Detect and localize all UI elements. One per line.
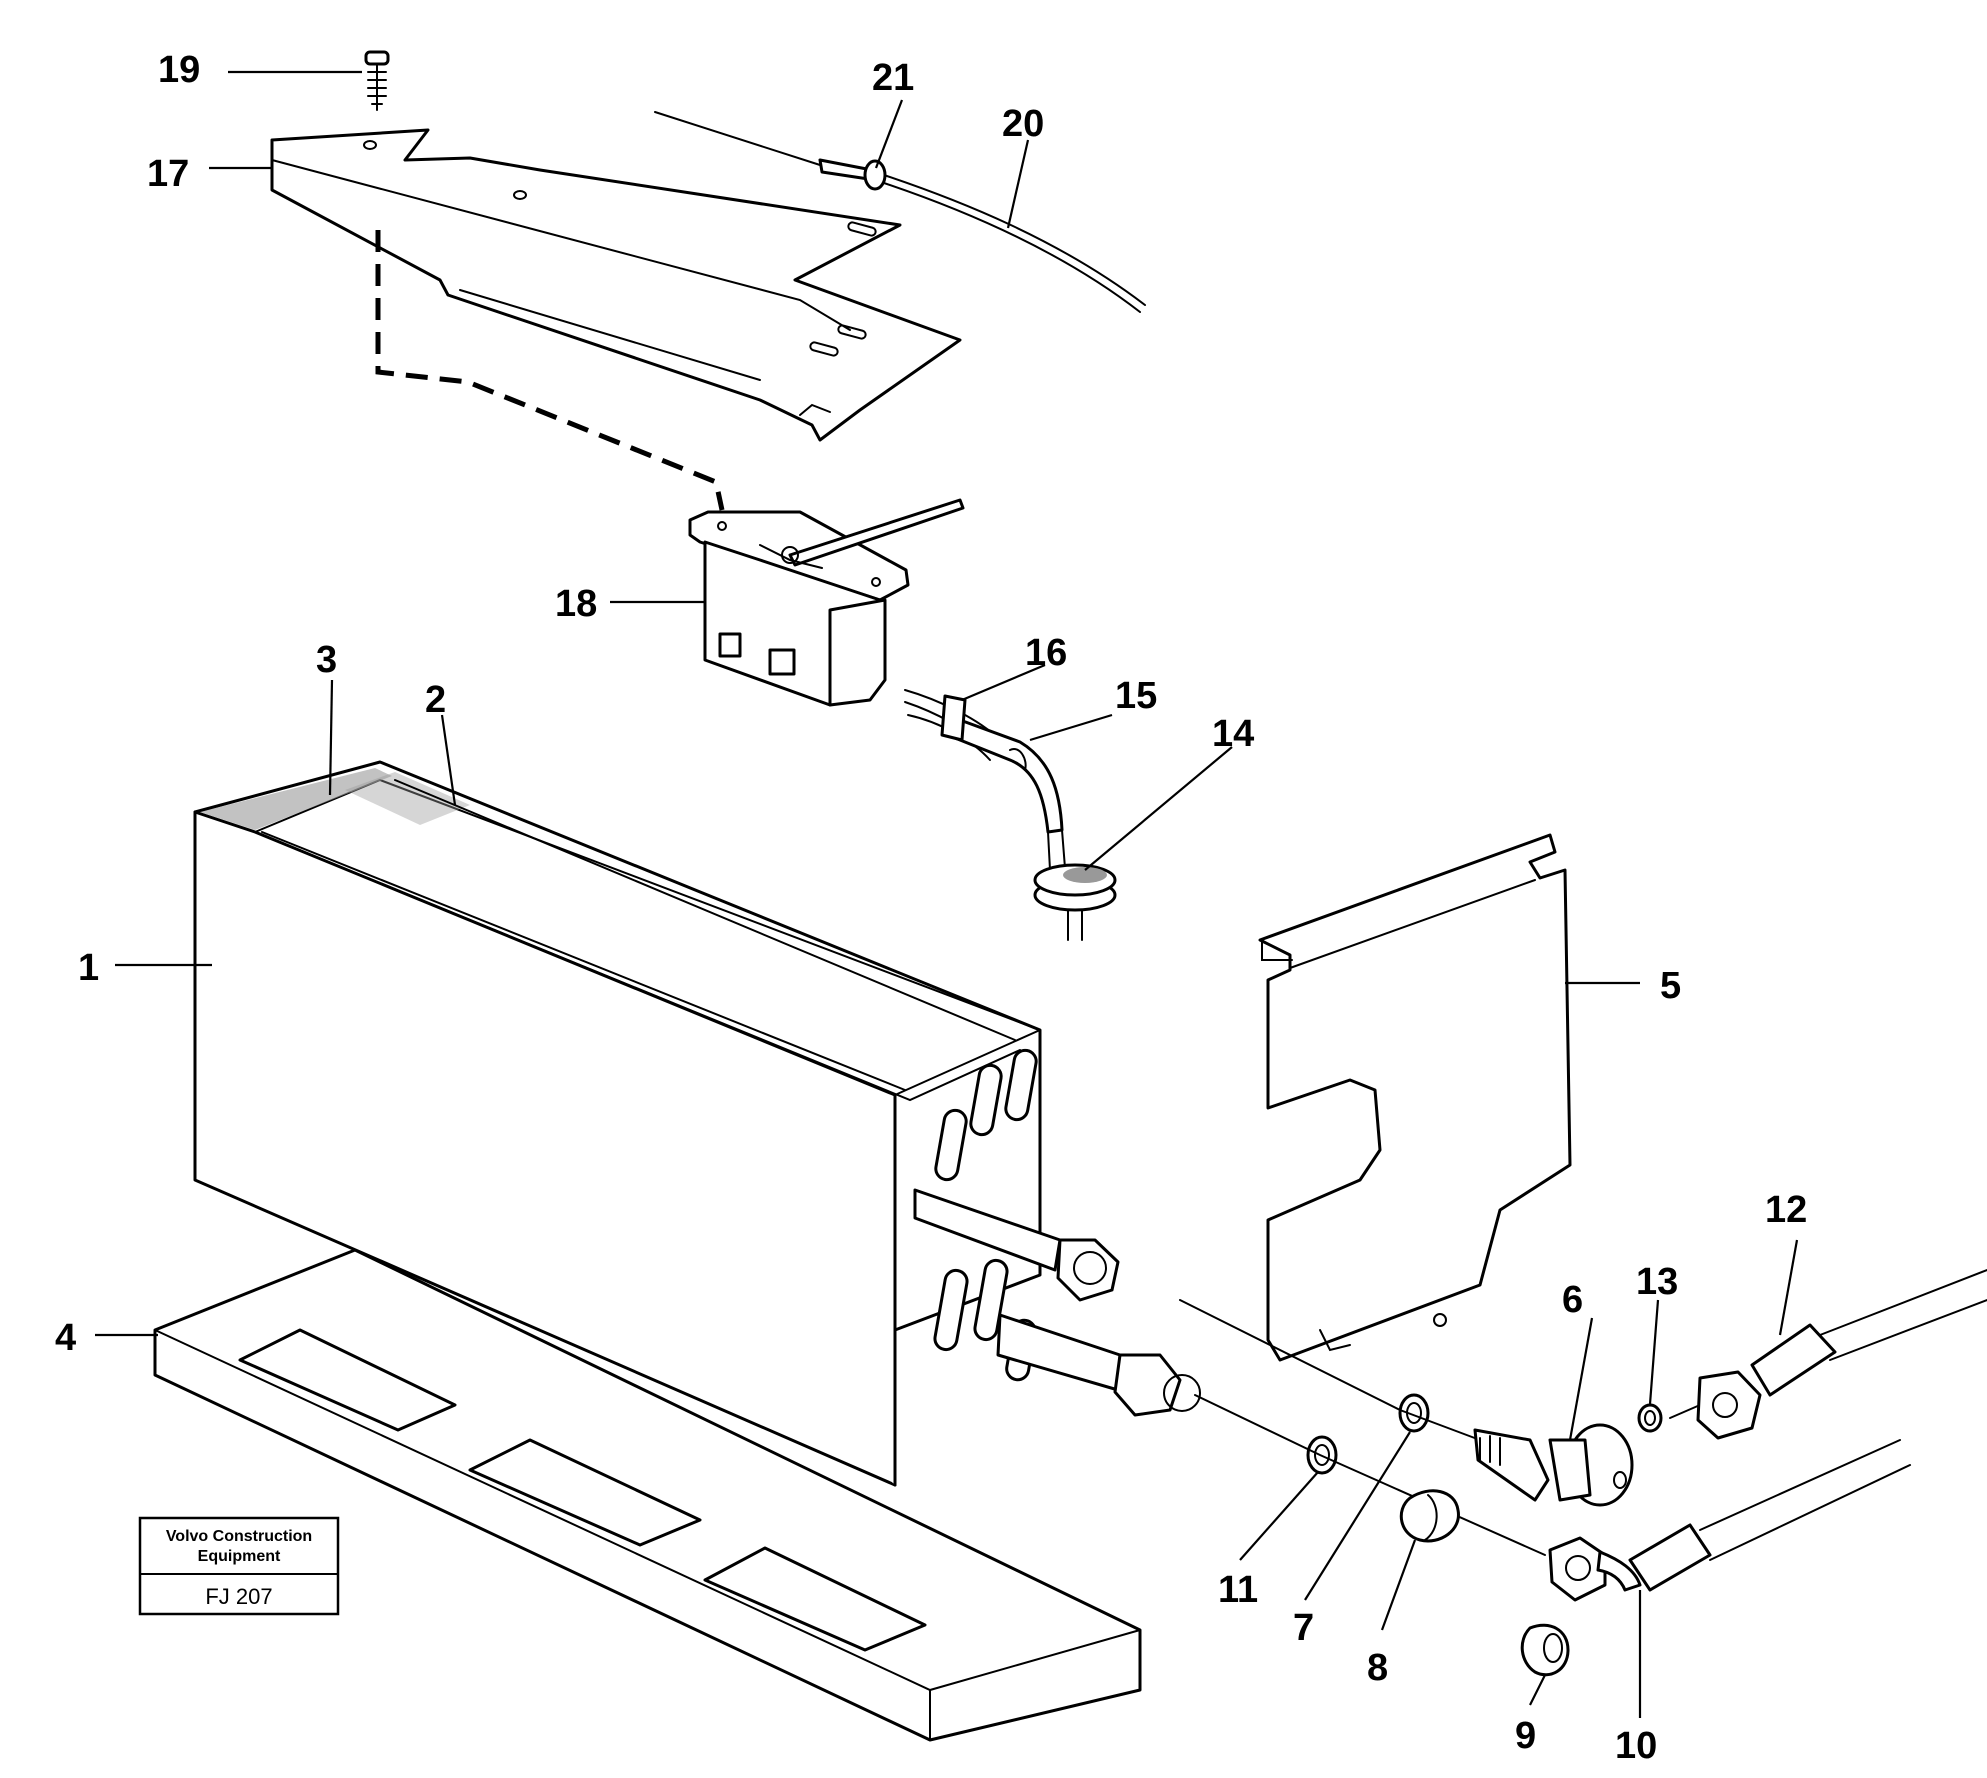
callout-11: 11: [1218, 1569, 1258, 1611]
clamp-part-16: [940, 694, 967, 742]
heater-core-part-2: [345, 772, 470, 825]
clip-part-9: [1520, 1623, 1570, 1677]
callout-7: 7: [1293, 1607, 1314, 1649]
callout-20: 20: [1002, 103, 1044, 145]
o-ring-part-13: [1637, 1403, 1663, 1433]
bracket-part-17: [270, 128, 962, 442]
callout-14: 14: [1212, 713, 1254, 755]
callout-10: 10: [1615, 1725, 1657, 1767]
callout-12: 12: [1765, 1189, 1807, 1231]
cable-part-20: [654, 111, 1146, 313]
callout-17: 17: [147, 153, 189, 195]
callout-18: 18: [555, 583, 597, 625]
callout-16: 16: [1025, 632, 1067, 674]
thermostat-switch-part-18: [688, 498, 965, 707]
callout-8: 8: [1367, 1647, 1388, 1689]
stamp-line-2: Equipment: [198, 1548, 281, 1565]
callout-4: 4: [55, 1317, 76, 1359]
callout-3: 3: [316, 639, 337, 681]
hose-part-10: [1548, 1439, 1911, 1602]
callout-15: 15: [1115, 675, 1157, 717]
callout-19: 19: [158, 49, 200, 91]
leader-lines: [95, 70, 1799, 1718]
washer-part-7: [1398, 1393, 1430, 1433]
callout-21: 21: [872, 57, 914, 99]
callout-2: 2: [425, 679, 446, 721]
cable-clip-part-21: [863, 159, 887, 191]
grommet-part-14: [1033, 863, 1117, 912]
clip-part-8: [1399, 1489, 1460, 1543]
stamp-line-1: Volvo Construction: [166, 1528, 312, 1545]
callout-9: 9: [1515, 1715, 1536, 1757]
assembly-axis-line-lower: [1194, 1394, 1546, 1556]
heater-outlet-pipe: [913, 1188, 1201, 1417]
assembly-axis-line: [1179, 1299, 1481, 1441]
screw-part-19: [364, 50, 390, 111]
callout-5: 5: [1660, 965, 1681, 1007]
heater-housing-part-1: [193, 760, 1042, 1487]
valve-part-6: [1473, 1423, 1634, 1507]
base-plate-part-4: [153, 1248, 1142, 1742]
callout-labels: 19 17 21 20 18 16 15 14 3 2 1 5 4 6 13 1…: [55, 49, 1807, 1767]
stamp-code: FJ 207: [205, 1584, 272, 1609]
hose-part-12: [1669, 1269, 1987, 1440]
callout-13: 13: [1636, 1261, 1678, 1303]
callout-6: 6: [1562, 1279, 1583, 1321]
filter-part-3: [200, 768, 392, 830]
cover-plate-part-5: [1258, 833, 1572, 1362]
volvo-stamp: Volvo Construction Equipment FJ 207: [138, 1516, 340, 1616]
callout-1: 1: [78, 947, 99, 989]
